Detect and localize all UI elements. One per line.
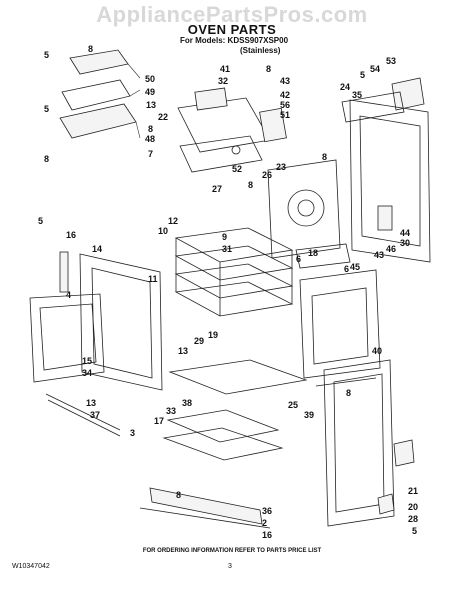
callout-label: 8 xyxy=(44,154,49,164)
callout-label: 17 xyxy=(154,416,164,426)
document-number: W10347042 xyxy=(12,563,50,570)
callout-label: 4 xyxy=(66,290,71,300)
callout-label: 44 xyxy=(400,228,410,238)
callout-label: 40 xyxy=(372,346,382,356)
callout-label: 12 xyxy=(168,216,178,226)
cavity-side-panel xyxy=(349,99,431,263)
callout-label: 14 xyxy=(92,244,102,254)
callout-label: 43 xyxy=(280,76,290,86)
callout-label: 8 xyxy=(266,64,271,74)
convection-fan-assembly xyxy=(267,159,351,269)
callout-label: 21 xyxy=(408,486,418,496)
callout-label: 29 xyxy=(194,336,204,346)
oven-bottom-panel xyxy=(162,359,308,461)
callout-label: 43 xyxy=(374,250,384,260)
site-watermark: AppliancePartsPros.com xyxy=(96,2,368,27)
callout-label: 8 xyxy=(148,124,153,134)
callout-label: 7 xyxy=(148,149,153,159)
callout-label: 18 xyxy=(308,248,318,258)
callout-label: 11 xyxy=(148,274,158,284)
callout-label: 19 xyxy=(208,330,218,340)
callout-label: 16 xyxy=(262,530,272,540)
callout-label: 23 xyxy=(276,162,286,172)
callout-label: 22 xyxy=(158,112,168,122)
oven-door-gasket xyxy=(29,251,163,437)
callout-label: 30 xyxy=(400,238,410,248)
callout-label: 54 xyxy=(370,64,380,74)
oven-rack-stack xyxy=(174,227,294,317)
callout-label: 33 xyxy=(166,406,176,416)
callout-label: 13 xyxy=(86,398,96,408)
callout-label: 46 xyxy=(386,244,396,254)
callout-label: 25 xyxy=(288,400,298,410)
callout-label: 8 xyxy=(322,152,327,162)
callout-label: 24 xyxy=(340,82,350,92)
callout-label: 52 xyxy=(232,164,242,174)
callout-label: 6 xyxy=(296,254,301,264)
callout-label: 5 xyxy=(38,216,43,226)
callout-label: 38 xyxy=(182,398,192,408)
callout-label: 15 xyxy=(82,356,92,366)
variant-line: (Stainless) xyxy=(240,46,281,55)
callout-label: 26 xyxy=(262,170,272,180)
callout-label: 28 xyxy=(408,514,418,524)
ordering-note: FOR ORDERING INFORMATION REFER TO PARTS … xyxy=(142,548,322,554)
callout-label: 5 xyxy=(412,526,417,536)
callout-label: 48 xyxy=(145,134,155,144)
callout-label: 9 xyxy=(222,232,227,242)
callout-label: 8 xyxy=(176,490,181,500)
callout-label: 50 xyxy=(145,74,155,84)
page-number: 3 xyxy=(228,563,232,570)
callout-label: 3 xyxy=(130,428,135,438)
callout-label: 5 xyxy=(44,50,49,60)
callout-label: 35 xyxy=(352,90,362,100)
callout-labels: 5 8 50 49 5 48 8 41 8 32 43 13 22 42 56 … xyxy=(38,44,418,540)
callout-label: 56 xyxy=(280,100,290,110)
callout-label: 13 xyxy=(146,100,156,110)
top-burner-assembly xyxy=(177,87,287,173)
control-board-assembly xyxy=(59,49,141,139)
callout-label: 5 xyxy=(360,70,365,80)
callout-label: 37 xyxy=(90,410,100,420)
callout-label: 8 xyxy=(346,388,351,398)
callout-label: 39 xyxy=(304,410,314,420)
callout-label: 13 xyxy=(178,346,188,356)
callout-label: 27 xyxy=(212,184,222,194)
callout-label: 36 xyxy=(262,506,272,516)
callout-label: 5 xyxy=(44,104,49,114)
callout-label: 20 xyxy=(408,502,418,512)
callout-label: 32 xyxy=(218,76,228,86)
callout-label: 41 xyxy=(220,64,230,74)
callout-label: 45 xyxy=(350,262,360,272)
model-line: For Models: KDSS907XSP00 xyxy=(180,36,289,45)
callout-label: 2 xyxy=(262,518,267,528)
callout-label: 53 xyxy=(386,56,396,66)
callout-label: 16 xyxy=(66,230,76,240)
page-title: OVEN PARTS xyxy=(187,22,277,37)
callout-label: 49 xyxy=(145,87,155,97)
callout-label: 34 xyxy=(82,368,92,378)
door-hinge-bracket xyxy=(377,439,415,515)
callout-label: 10 xyxy=(158,226,168,236)
drawer-front-rail xyxy=(139,487,271,529)
callout-label: 6 xyxy=(344,264,349,274)
callout-label: 8 xyxy=(248,180,253,190)
callout-label: 31 xyxy=(222,244,232,254)
callout-label: 42 xyxy=(280,90,290,100)
callout-label: 51 xyxy=(280,110,290,120)
bake-element-assembly xyxy=(341,77,425,123)
outer-oven-door xyxy=(299,269,395,527)
callout-label: 8 xyxy=(88,44,93,54)
